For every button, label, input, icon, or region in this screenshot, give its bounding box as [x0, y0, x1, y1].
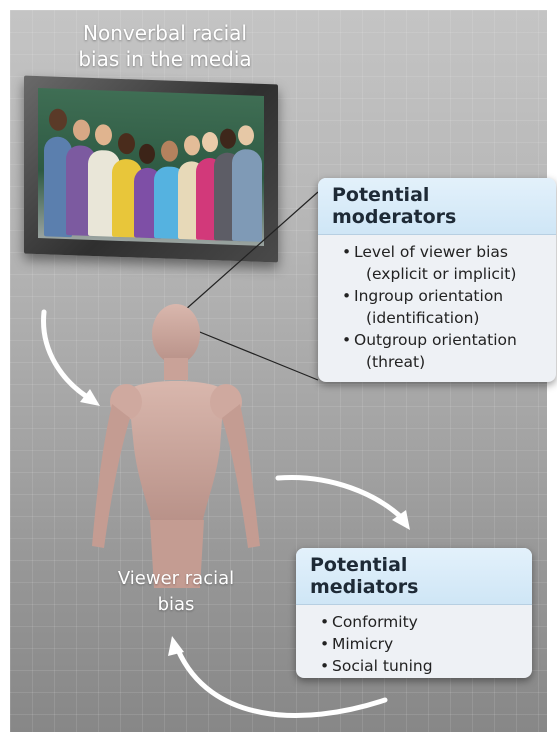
- mediator-item: Mimicry: [320, 633, 520, 655]
- mediators-list: Conformity Mimicry Social tuning: [296, 605, 532, 678]
- mediators-title: Potential mediators: [296, 548, 532, 605]
- moderators-box: Potential moderators Level of viewer bia…: [318, 178, 556, 382]
- moderator-item: Level of viewer bias: [342, 241, 544, 263]
- mediator-item: Social tuning: [320, 655, 520, 677]
- moderator-item-detail: (explicit or implicit): [342, 263, 544, 285]
- viewer-label-line1: Viewer racial: [96, 566, 256, 592]
- moderator-item: Ingroup orientation: [342, 285, 544, 307]
- viewer-label-line2: bias: [96, 592, 256, 618]
- mediators-box: Potential mediators Conformity Mimicry S…: [296, 548, 532, 678]
- viewer-label: Viewer racial bias: [96, 566, 256, 618]
- moderator-item-detail: (identification): [342, 307, 544, 329]
- viewer-figure: [82, 298, 262, 594]
- moderators-list: Level of viewer bias (explicit or implic…: [318, 235, 556, 381]
- mediator-item: Conformity: [320, 611, 520, 633]
- moderator-item: Outgroup orientation: [342, 329, 544, 351]
- moderator-item-detail: (threat): [342, 351, 544, 373]
- moderators-title: Potential moderators: [318, 178, 556, 235]
- arrow-viewer-to-mediators: [278, 477, 404, 520]
